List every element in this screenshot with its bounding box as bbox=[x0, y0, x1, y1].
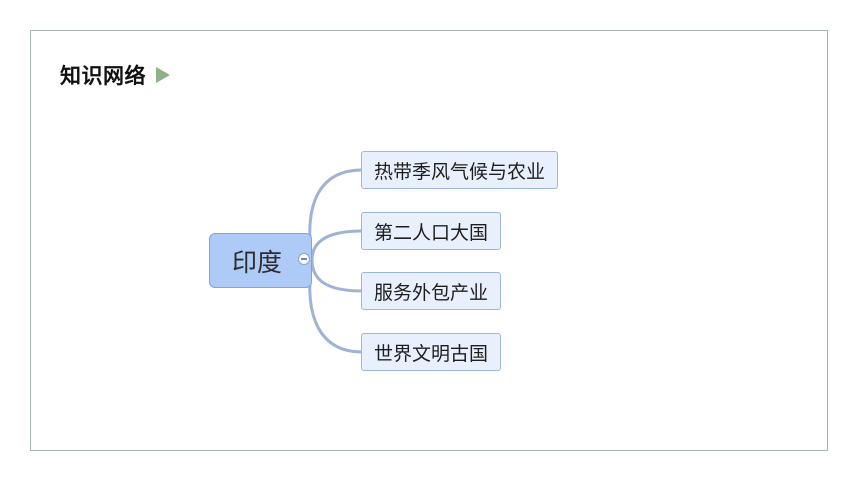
branch-label: 第二人口大国 bbox=[374, 221, 489, 244]
mindmap-root-node[interactable]: 印度 bbox=[209, 233, 312, 288]
collapse-minus-icon[interactable] bbox=[298, 253, 310, 265]
play-triangle-icon bbox=[156, 67, 170, 83]
branch-node-4[interactable]: 世界文明古国 bbox=[361, 333, 502, 371]
connector-branch-4 bbox=[308, 259, 363, 354]
section-heading: 知识网络 bbox=[60, 60, 170, 90]
page-title: 知识网络 bbox=[60, 64, 146, 88]
branch-label: 世界文明古国 bbox=[374, 342, 489, 365]
branch-label: 服务外包产业 bbox=[374, 281, 489, 304]
branch-node-3[interactable]: 服务外包产业 bbox=[361, 272, 502, 310]
branch-node-2[interactable]: 第二人口大国 bbox=[361, 212, 502, 250]
connector-branch-1 bbox=[308, 168, 363, 261]
branch-label: 热带季风气候与农业 bbox=[374, 160, 546, 183]
branch-node-1[interactable]: 热带季风气候与农业 bbox=[361, 151, 559, 189]
root-label: 印度 bbox=[232, 247, 283, 277]
connector-branch-3 bbox=[310, 259, 363, 293]
connector-branch-2 bbox=[310, 229, 363, 261]
